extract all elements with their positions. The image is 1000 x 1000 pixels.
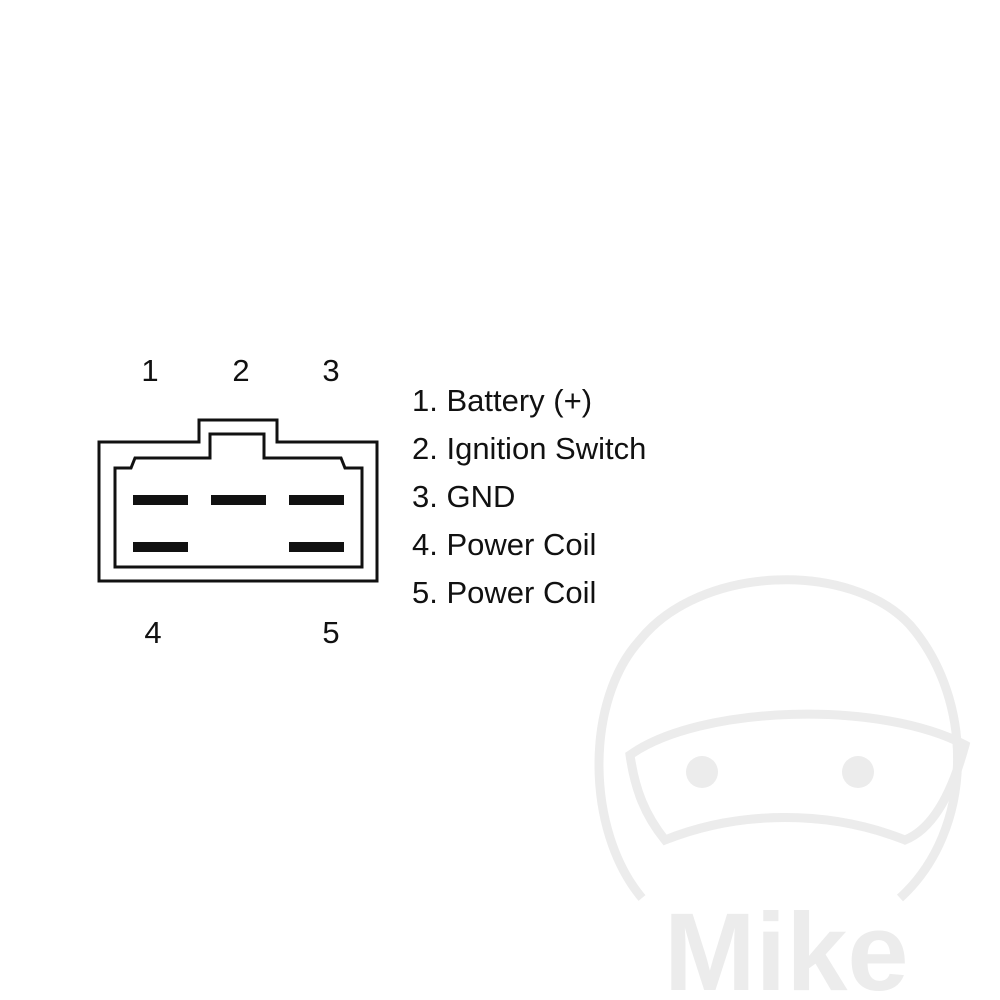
legend-item-5: 5. Power Coil (412, 575, 597, 610)
legend-item-1: 1. Battery (+) (412, 383, 593, 418)
pin-number-2: 2 (232, 353, 249, 388)
watermark-eye-right (842, 756, 874, 788)
terminal-pin-3 (289, 495, 344, 505)
pin-number-3: 3 (322, 353, 339, 388)
pin-number-1: 1 (141, 353, 158, 388)
watermark-text: Mike (664, 891, 909, 1000)
legend-item-3: 3. GND (412, 479, 516, 514)
watermark-eye-left (686, 756, 718, 788)
legend-item-4: 4. Power Coil (412, 527, 597, 562)
terminal-pin-2 (211, 495, 266, 505)
terminal-pin-4 (133, 542, 188, 552)
pin-legend: 1. Battery (+) 2. Ignition Switch 3. GND… (412, 377, 646, 617)
connector-outer-outline (97, 418, 379, 583)
terminal-pin-1 (133, 495, 188, 505)
terminal-pin-5 (289, 542, 344, 552)
watermark-logo (594, 575, 971, 902)
pin-number-4: 4 (144, 615, 161, 650)
connector-inner-outline (113, 432, 364, 569)
connector-housing (97, 418, 379, 583)
connector-terminals (133, 495, 344, 552)
legend-item-2: 2. Ignition Switch (412, 431, 647, 466)
watermark-visor (625, 709, 971, 846)
pin-number-5: 5 (322, 615, 339, 650)
